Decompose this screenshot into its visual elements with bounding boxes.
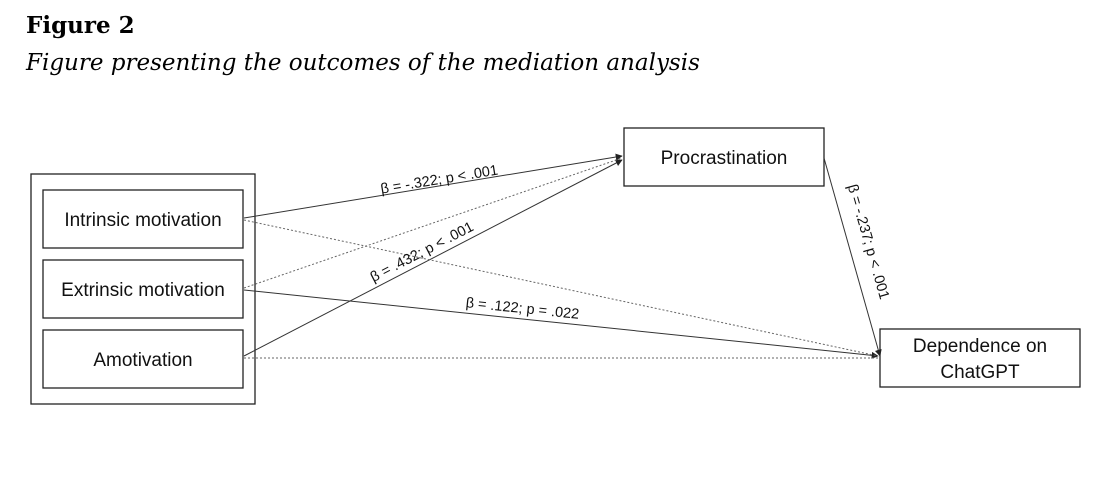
coef-intrinsic-procrastination: β = -.322; p < .001 xyxy=(379,163,499,198)
coef-amotivation-procrastination: β = .432; p < .001 xyxy=(368,219,477,286)
node-procrastination-label: Procrastination xyxy=(661,148,788,169)
node-extrinsic-label: Extrinsic motivation xyxy=(61,280,225,301)
node-intrinsic-motivation: Intrinsic motivation xyxy=(42,189,244,249)
node-procrastination: Procrastination xyxy=(623,127,825,187)
node-amotivation: Amotivation xyxy=(42,329,244,389)
node-extrinsic-motivation: Extrinsic motivation xyxy=(42,259,244,319)
node-amotivation-label: Amotivation xyxy=(93,350,192,371)
path-procrastination-to-dependence xyxy=(823,157,882,357)
path-intrinsic-to-dependence-ns xyxy=(243,219,879,357)
path-extrinsic-to-dependence xyxy=(243,289,879,359)
figure-caption: Figure presenting the outcomes of the me… xyxy=(26,50,700,76)
path-extrinsic-to-procrastination-ns xyxy=(243,157,623,289)
path-intrinsic-to-procrastination xyxy=(243,153,623,219)
node-dependence-label-line2: ChatGPT xyxy=(940,362,1020,383)
figure-label: Figure 2 xyxy=(26,12,135,39)
node-dependence-on-chatgpt: Dependence on ChatGPT xyxy=(879,328,1081,388)
node-intrinsic-label: Intrinsic motivation xyxy=(64,210,221,231)
coef-procrastination-dependence: β = -.237; p < .001 xyxy=(844,183,892,302)
node-dependence-label-line1: Dependence on xyxy=(913,336,1047,357)
path-amotivation-to-procrastination xyxy=(243,159,623,357)
